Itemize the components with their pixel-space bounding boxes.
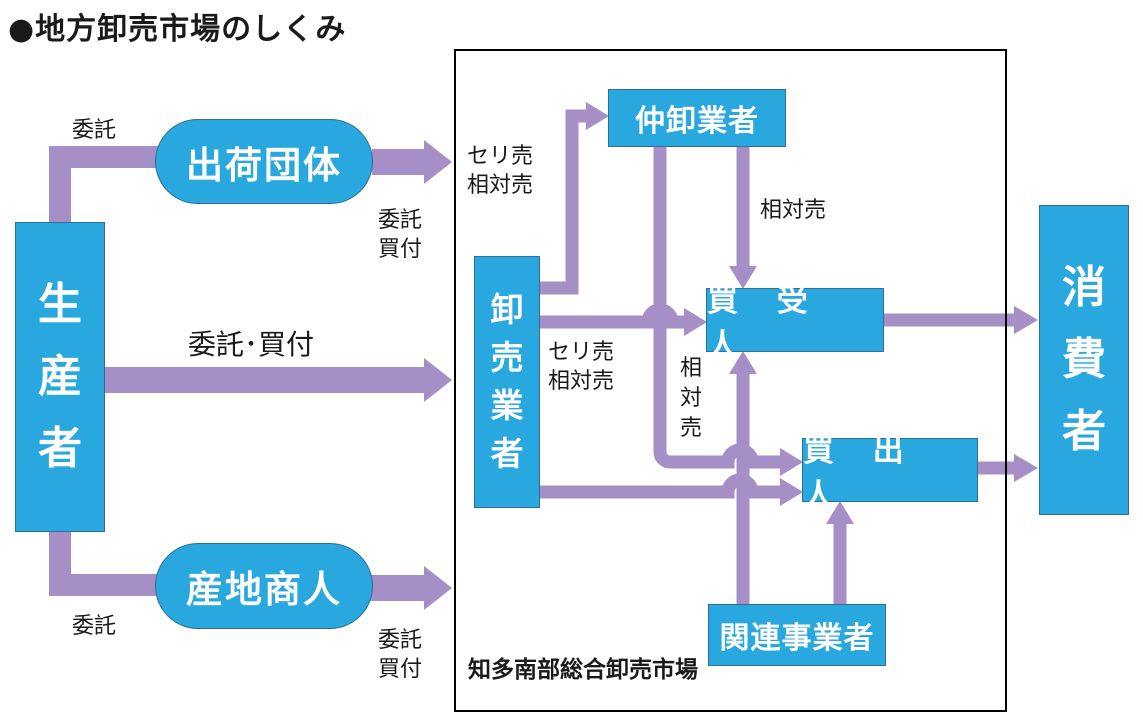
arrowhead-purchaser-upper (780, 448, 803, 476)
consumer-char: 費 (1062, 334, 1106, 385)
wholesaler-char: 卸 (490, 290, 524, 329)
wholesaler-box: 卸 売 業 者 (474, 256, 540, 508)
wholesaler-char: 売 (490, 338, 524, 377)
arrowhead-buyer-bottom (729, 351, 757, 374)
buyer-box: 買 受 人 (706, 283, 884, 364)
arrowhead-purchaser-bottom (826, 501, 854, 524)
label-auction-negotiated-middle: セリ売 相対売 (548, 338, 614, 396)
label-consign-buy-top: 委託 買付 (378, 206, 422, 264)
label-line: 委託 (378, 208, 423, 233)
arrow-wholesaler-to-intermediate (538, 109, 588, 295)
label-consign-bottom: 委託 (72, 614, 117, 639)
label-line: 買付 (378, 657, 423, 682)
label-line: 委託 (378, 628, 423, 653)
page-title: ●地方卸売市場のしくみ (8, 12, 347, 47)
arrow-producer-to-shipping-group (49, 146, 160, 232)
market-name: 知多南部総合卸売市場 (468, 657, 698, 683)
label-line: セリ売 (467, 144, 534, 169)
arrowhead-consumer-upper (1014, 306, 1038, 334)
label-line: 売 (680, 416, 703, 441)
intermediate-wholesaler-box: 仲卸業者 (608, 89, 786, 147)
wholesaler-char: 者 (490, 434, 524, 473)
label-negotiated-right: 相対売 (760, 198, 827, 223)
label-auction-negotiated-top: セリ売 相対売 (467, 142, 533, 200)
producer-char: 産 (38, 351, 82, 402)
producer-char: 者 (38, 423, 82, 474)
arrowhead-consumer-lower (1014, 454, 1038, 482)
wholesaler-char: 業 (490, 386, 524, 425)
market-frame (454, 49, 1007, 712)
label-consign-top: 委託 (72, 118, 117, 143)
label-line: 相対売 (548, 369, 615, 394)
label-negotiated-vertical: 相 対 売 (680, 354, 702, 444)
local-merchant-box: 産地商人 (155, 543, 373, 629)
arrowhead-buyer-top (729, 266, 757, 289)
arrowhead-intermediate (586, 102, 609, 130)
arrowhead-buyer-left (684, 308, 707, 336)
arrow-producer-to-local-merchant (49, 530, 160, 596)
label-line: 相 (680, 356, 703, 381)
producer-char: 生 (38, 279, 82, 330)
related-business-box: 関連事業者 (708, 604, 886, 666)
arrow-intermediate-to-purchaser-negotiated (653, 146, 782, 469)
purchaser-box: 買 出 人 (802, 433, 978, 514)
label-line: 対 (680, 386, 703, 411)
arrowhead-producer-middle (424, 358, 452, 402)
label-consign-buy-middle: 委託･買付 (188, 328, 315, 361)
consumer-box: 消 費 者 (1039, 205, 1129, 515)
shipping-group-box: 出荷団体 (155, 119, 373, 204)
consumer-char: 者 (1062, 406, 1106, 457)
label-line: セリ売 (548, 340, 615, 365)
arrowhead-local-merchant (424, 566, 452, 610)
arrowhead-shipping-group (424, 140, 452, 184)
label-line: 相対売 (467, 173, 534, 198)
consumer-char: 消 (1062, 262, 1106, 313)
producer-box: 生 産 者 (15, 222, 105, 532)
label-consign-buy-bottom: 委託 買付 (378, 626, 422, 684)
label-line: 買付 (378, 237, 423, 262)
arrowhead-purchaser-lower (780, 478, 803, 506)
